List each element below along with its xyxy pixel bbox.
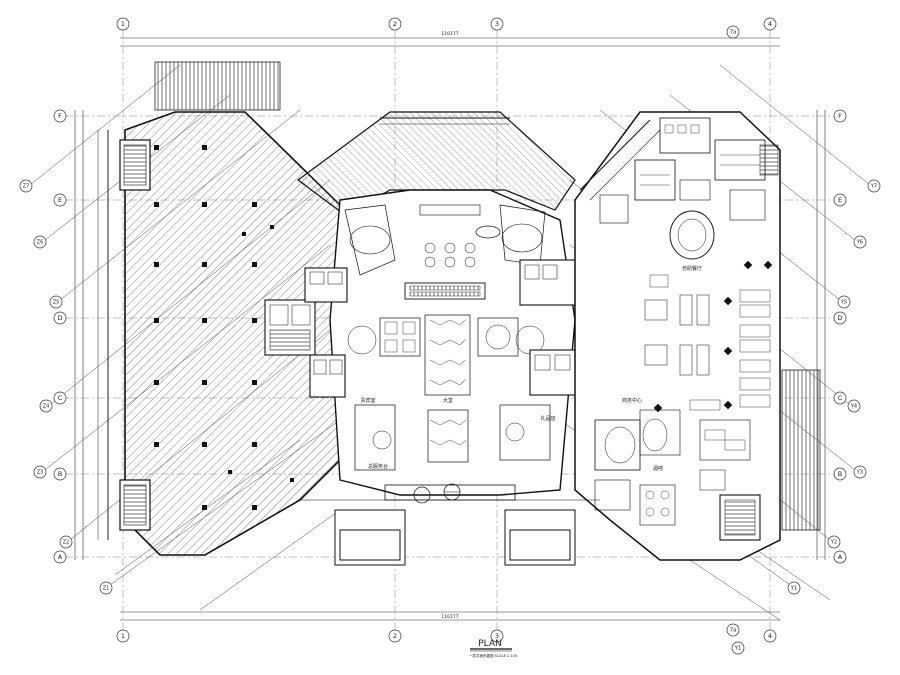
room-label-restaurant: 自助餐厅 <box>682 265 702 272</box>
grid-label: 4 <box>768 20 772 28</box>
left-stair-top <box>154 61 281 111</box>
grid-label: Y1 <box>790 586 797 592</box>
grid-label: Z5 <box>53 300 60 306</box>
room-label-bar: 酒吧 <box>653 465 663 472</box>
grid-label: Y6 <box>856 240 863 246</box>
left-core <box>264 267 348 398</box>
grid-label: A <box>58 553 63 561</box>
grid-label: B <box>58 470 62 478</box>
right-wing <box>574 111 781 561</box>
grid-label: Z7 <box>23 184 30 190</box>
grid-label: B <box>838 470 842 478</box>
dimension-bottom: 110177 <box>441 614 458 620</box>
grid-label: Y1 <box>734 646 742 652</box>
grid-label: F <box>838 112 842 120</box>
grid-label: 2 <box>393 632 397 640</box>
room-label-business: 商务中心 <box>622 397 642 404</box>
grid-label: 3 <box>495 20 499 28</box>
grid-label: Y4 <box>850 404 857 410</box>
escalator <box>404 282 486 300</box>
grid-label: Z2 <box>63 540 70 546</box>
grid-label: 2 <box>393 20 397 28</box>
room-label-front-desk: 总服务台 <box>368 463 388 470</box>
grid-label: 1 <box>121 632 125 640</box>
grid-label: Y3 <box>856 470 863 476</box>
bottom-canopies <box>300 499 600 566</box>
svg-text:一层平面布置图 SCALE 1:100: 一层平面布置图 SCALE 1:100 <box>469 653 517 658</box>
grid-label: A <box>838 553 843 561</box>
grid-label: 4 <box>768 632 772 640</box>
right-stair <box>781 369 821 531</box>
grid-label: C <box>838 394 843 402</box>
grid-label: Y5 <box>840 300 847 306</box>
grid-label: Z4 <box>43 404 50 410</box>
grid-label: 3 <box>495 632 499 640</box>
grid-label: Z1 <box>103 586 110 592</box>
grid-label: D <box>837 314 842 322</box>
grid-label: C <box>58 394 63 402</box>
grid-label: Y7 <box>870 184 877 190</box>
room-label-vip: 贵宾室 <box>360 397 375 404</box>
grid-label: Y2 <box>830 540 837 546</box>
dimension-lines <box>74 37 826 621</box>
grid-label: E <box>58 196 62 204</box>
buffet-island <box>669 210 715 260</box>
dimension-top: 110177 <box>441 31 458 37</box>
svg-text:PLAN: PLAN <box>478 639 502 649</box>
grid-label: Z3 <box>37 470 44 476</box>
grid-label: 1 <box>121 20 125 28</box>
grid-label: E <box>838 196 842 204</box>
grid-label: 7a <box>730 628 737 634</box>
grid-label: Z6 <box>37 240 44 246</box>
drawing-title: PLAN 一层平面布置图 SCALE 1:100 <box>469 639 517 658</box>
axis-bubbles <box>19 17 881 655</box>
left-wing <box>97 61 341 556</box>
grid-label: F <box>58 112 62 120</box>
room-label-gift: 礼品店 <box>540 415 555 422</box>
room-label-lobby: 大堂 <box>443 397 453 404</box>
grid-label: D <box>57 314 62 322</box>
central-lobby <box>329 189 576 504</box>
grid-label: 7a <box>730 30 737 36</box>
